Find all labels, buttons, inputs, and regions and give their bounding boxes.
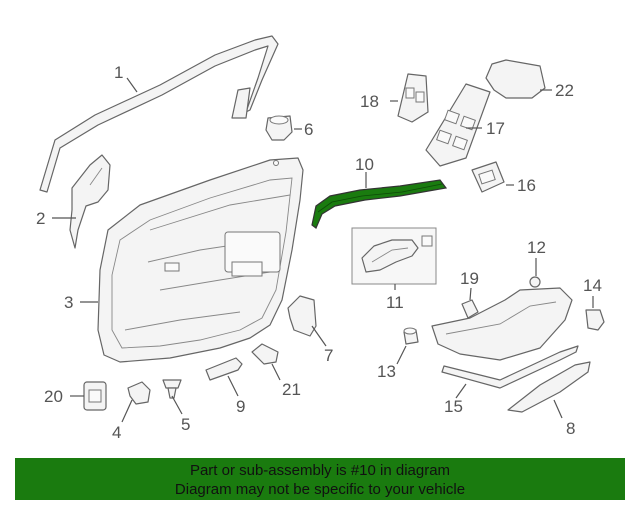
part-17-window-switch-panel[interactable] (425, 83, 491, 167)
part-19-cover[interactable] (461, 299, 479, 319)
callout-18: 18 (360, 92, 379, 111)
callout-8: 8 (566, 419, 575, 438)
callout-3: 3 (64, 293, 73, 312)
part-21-bracket[interactable] (251, 343, 279, 365)
callout-19: 19 (460, 269, 479, 288)
callout-12: 12 (527, 238, 546, 257)
callout-15: 15 (444, 397, 463, 416)
part-1-window-frame-trim[interactable] (39, 35, 279, 193)
part-10-belt-weatherstrip[interactable] (311, 179, 448, 229)
footer-banner: Part or sub-assembly is #10 in diagram D… (15, 458, 625, 500)
callout-20: 20 (44, 387, 63, 406)
callout-17: 17 (486, 119, 505, 138)
callout-11: 11 (386, 293, 404, 312)
callout-labels: 1 2 3 4 5 6 7 8 9 10 11 12 13 14 15 16 1… (36, 63, 602, 442)
part-4-clip[interactable] (127, 381, 151, 405)
callout-9: 9 (236, 397, 245, 416)
part-7-insulator[interactable] (287, 295, 317, 337)
part-6-bracket[interactable] (265, 115, 293, 141)
part-9-reflector[interactable] (205, 357, 243, 381)
part-13-plug[interactable] (403, 327, 419, 345)
callout-21: 21 (282, 380, 301, 399)
callout-1: 1 (114, 63, 123, 82)
leader-lines (52, 77, 594, 423)
callout-16: 16 (517, 176, 536, 195)
callout-6: 6 (304, 120, 313, 139)
part-15-seal-strip[interactable] (441, 345, 579, 389)
part-3-door-panel[interactable] (97, 157, 304, 363)
part-5-push-pin[interactable] (162, 379, 182, 399)
part-20-lock-button[interactable] (83, 381, 107, 411)
callout-10: 10 (355, 155, 374, 174)
callout-2: 2 (36, 209, 45, 228)
callout-5: 5 (181, 415, 190, 434)
footer-line-1: Part or sub-assembly is #10 in diagram (189, 462, 451, 479)
part-18-seat-switch[interactable] (397, 73, 429, 123)
callout-13: 13 (377, 362, 396, 381)
footer-line-2: Diagram may not be specific to your vehi… (174, 481, 466, 498)
callout-7: 7 (324, 346, 333, 365)
part-11-inside-handle-assembly[interactable] (351, 227, 437, 285)
callout-14: 14 (583, 276, 602, 295)
part-14-clip[interactable] (585, 309, 605, 331)
callout-4: 4 (112, 423, 121, 442)
callout-22: 22 (555, 81, 574, 100)
armrest-trim-assembly (431, 287, 573, 361)
part-8-trim-strip[interactable] (507, 361, 591, 413)
parts-diagram: 1 2 3 4 5 6 7 8 9 10 11 12 13 14 15 16 1… (36, 35, 605, 442)
part-2-mirror-trim[interactable] (69, 154, 111, 249)
part-16-switch[interactable] (471, 161, 505, 193)
part-12-screw[interactable] (529, 276, 541, 288)
part-22-housing[interactable] (485, 59, 546, 99)
